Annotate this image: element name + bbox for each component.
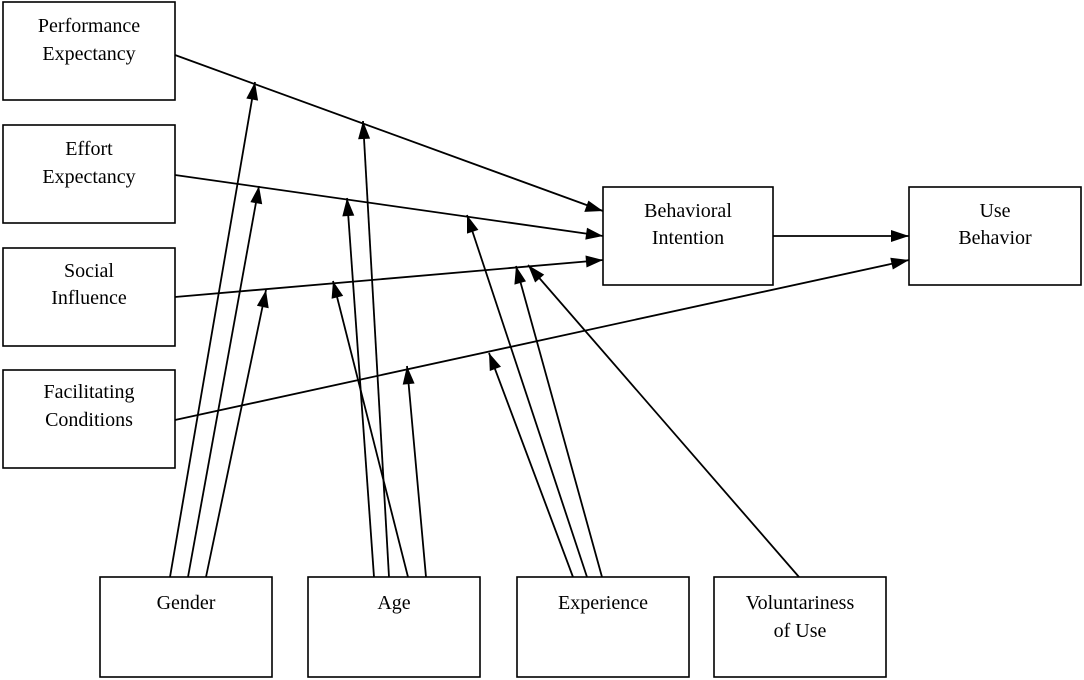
experience-moderation-line [466, 214, 588, 578]
node-label-line2: of Use [774, 620, 827, 642]
arrowhead [891, 230, 909, 242]
arrowhead [890, 257, 909, 270]
arrowhead [256, 290, 269, 309]
moderation-paths [169, 81, 800, 578]
node-label-line2: Conditions [45, 409, 133, 431]
gender-moderation-line [187, 185, 260, 578]
path-facilitating-to-use [174, 259, 910, 421]
node-label-line1: Experience [558, 592, 648, 614]
node-label-line2: Influence [51, 287, 127, 309]
node-effort-expectancy: Effort Expectancy [2, 124, 176, 224]
arrowhead [528, 265, 545, 283]
arrowhead [246, 82, 259, 101]
arrowheads [246, 82, 909, 385]
path-performance-to-intention [174, 54, 604, 212]
arrowhead [489, 353, 501, 371]
voluntariness-moderation-line [527, 264, 800, 578]
arrowhead [358, 121, 371, 140]
node-label-line2: Behavior [958, 227, 1032, 249]
path-effort-to-intention [174, 174, 604, 237]
node-facilitating-conditions: Facilitating Conditions [2, 369, 176, 469]
age-moderation-line [406, 365, 427, 578]
node-use-behavior: Use Behavior [908, 186, 1082, 286]
node-voluntariness-of-use: Voluntariness of Use [713, 576, 887, 678]
node-experience: Experience [516, 576, 690, 678]
experience-moderation-line [515, 265, 603, 578]
node-label-line1: Gender [157, 592, 216, 614]
node-social-influence: Social Influence [2, 247, 176, 347]
arrowhead [250, 186, 263, 205]
node-label-line2: Intention [652, 227, 724, 249]
node-label-line2: Expectancy [42, 166, 135, 188]
age-moderation-line [362, 120, 390, 578]
node-label-line1: Facilitating [43, 381, 134, 403]
node-label-line1: Performance [38, 15, 140, 37]
node-label-line2: Expectancy [42, 43, 135, 65]
arrowhead [331, 281, 344, 299]
gender-moderation-line [205, 289, 267, 578]
node-label-line1: Use [979, 200, 1010, 222]
arrowhead [402, 366, 415, 385]
age-moderation-line [332, 280, 409, 578]
node-label-line1: Age [377, 592, 410, 614]
direct-paths [174, 54, 910, 421]
arrowhead [585, 255, 603, 268]
path-social-to-intention [174, 259, 604, 298]
arrowhead [585, 227, 603, 240]
arrowhead [342, 198, 355, 217]
node-label-line1: Effort [65, 138, 113, 160]
experience-moderation-line [488, 352, 574, 578]
gender-moderation-line [169, 81, 256, 578]
node-behavioral-intention: Behavioral Intention [602, 186, 774, 286]
node-label-line1: Social [64, 260, 114, 282]
arrowhead [584, 200, 603, 212]
node-label-line1: Behavioral [644, 200, 732, 222]
node-performance-expectancy: Performance Expectancy [2, 1, 176, 101]
node-label-line1: Voluntariness [746, 592, 855, 614]
arrowhead [467, 215, 479, 234]
node-gender: Gender [99, 576, 273, 678]
arrowhead [514, 266, 526, 285]
node-age: Age [307, 576, 481, 678]
